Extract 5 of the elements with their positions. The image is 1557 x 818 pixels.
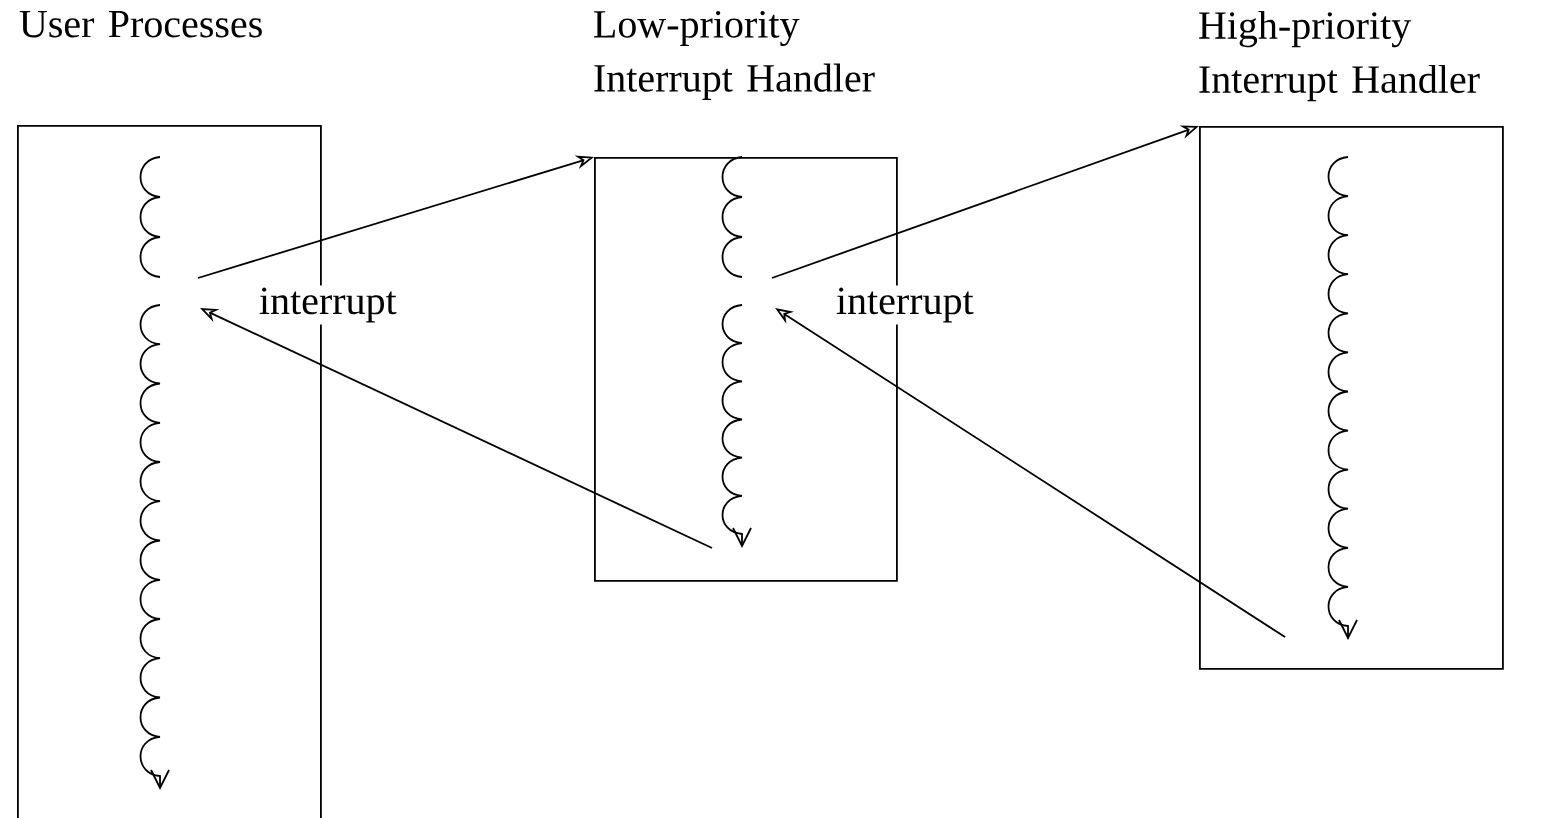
- box-heading: User Processes: [19, 10, 262, 38]
- box-heading: High-priority Interrupt Handler: [1199, 10, 1480, 102]
- edge-label: interrupt: [833, 285, 976, 325]
- box-heading: Low-priority Interrupt Handler: [594, 10, 875, 100]
- edge-label: interrupt: [256, 285, 399, 325]
